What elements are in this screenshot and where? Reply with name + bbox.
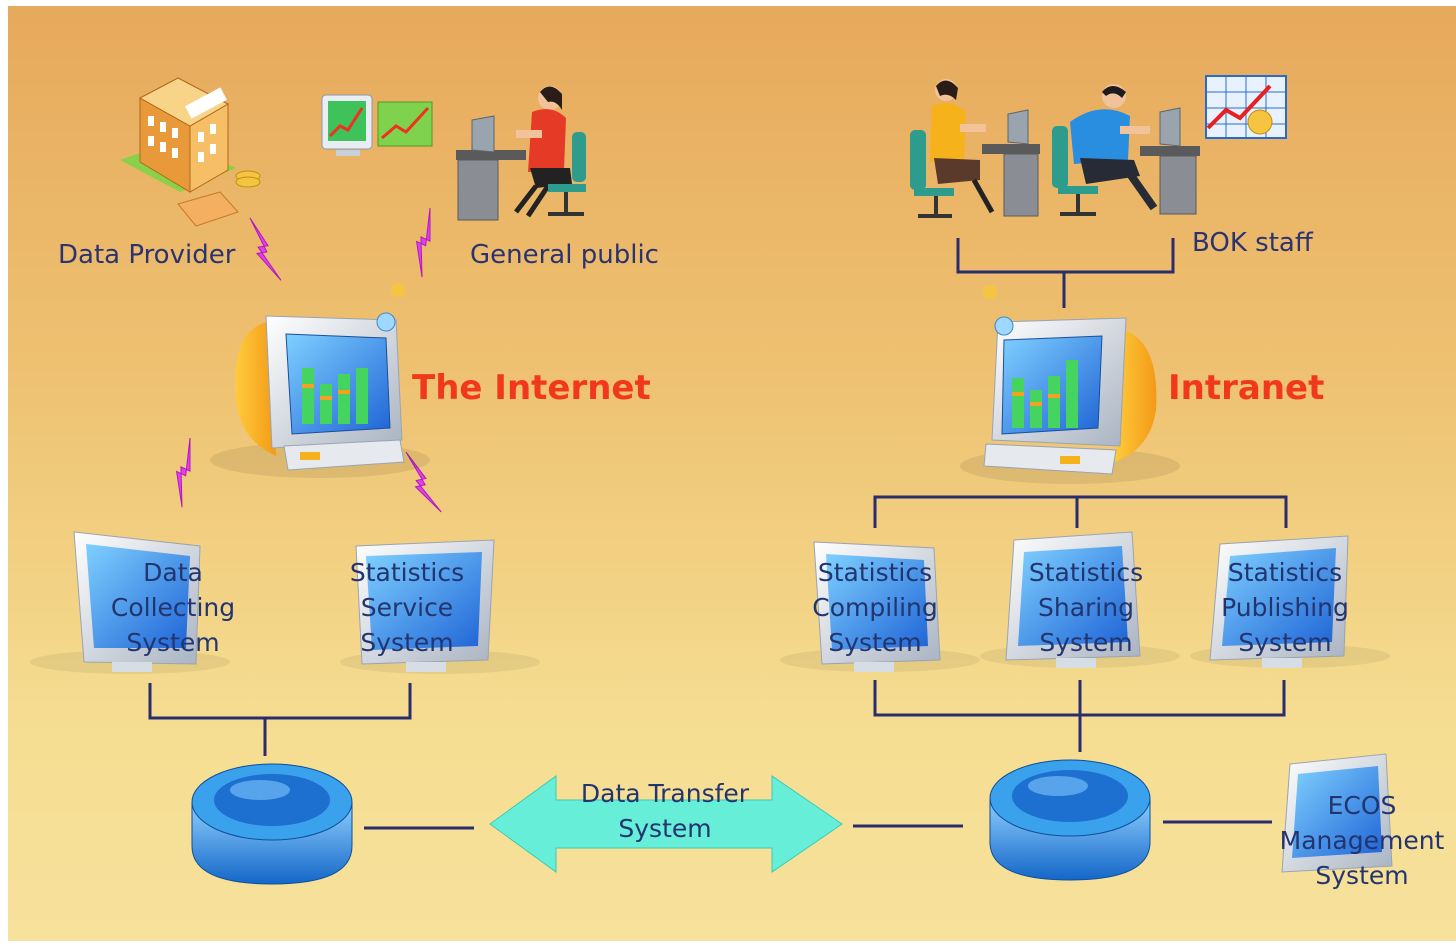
bok-staff-label: BOK staff [1192,228,1313,258]
woman-at-desk-icon [456,86,586,221]
data-collecting-system-label: Data Collecting System [110,558,236,657]
intranet-computer-icon [960,285,1180,484]
statistics-sharing-system-label: Statistics Sharing System [1028,558,1144,657]
data-transfer-system-label: Data Transfer System [580,779,750,843]
intranet-label: Intranet [1168,368,1325,408]
general-public-label: General public [470,240,659,270]
statistics-service-system-label: Statistics Service System [349,558,465,657]
chart-monitor-icon [321,94,433,156]
exchange-chart-icon [1205,75,1287,139]
computer-monitor-icon [30,531,1393,873]
statistics-publishing-system-label: Statistics Publishing System [1221,558,1349,657]
bank-building-icon [120,77,261,227]
data-provider-label: Data Provider [58,240,236,270]
internet-label: The Internet [412,368,651,408]
double-arrow-icon [489,775,843,873]
connector-lines [148,238,1288,830]
database-icon [191,759,1151,885]
statistics-compiling-system-label: Statistics Compiling System [812,558,938,657]
office-workers-icon [910,79,1200,218]
ecos-management-system-label: ECOS Management System [1279,791,1445,890]
internet-computer-icon [210,283,430,478]
